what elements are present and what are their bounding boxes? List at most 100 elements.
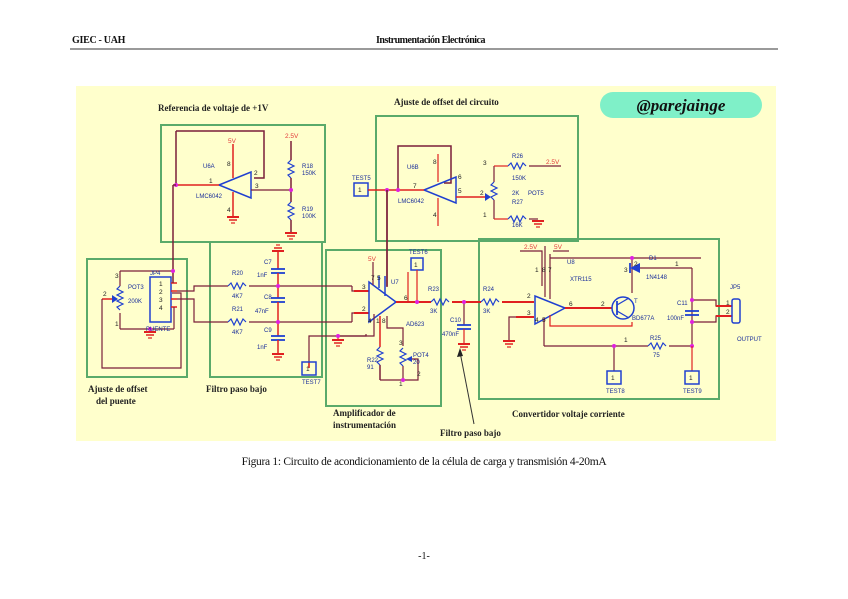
svg-text:TEST6: TEST6 (409, 250, 428, 256)
svg-text:1N4148: 1N4148 (646, 275, 668, 281)
svg-text:JP5: JP5 (730, 285, 741, 291)
svg-text:R23: R23 (428, 287, 440, 293)
svg-text:5: 5 (377, 275, 381, 282)
lowpass-filter: R20 4K7 R21 4K7 C7 1nF C8 47nF C9 1nF (177, 244, 352, 361)
svg-text:4K7: 4K7 (232, 294, 243, 300)
svg-text:R18: R18 (302, 164, 314, 170)
svg-text:5: 5 (458, 188, 462, 195)
svg-text:U6B: U6B (407, 165, 419, 171)
jp5-output-connector: 1 2 JP5 OUTPUT (726, 285, 762, 343)
svg-text:1nF: 1nF (257, 345, 268, 351)
svg-text:2: 2 (103, 291, 107, 298)
svg-text:5V: 5V (228, 138, 237, 145)
page-number: -1- (418, 551, 430, 562)
svg-text:C9: C9 (264, 328, 272, 334)
svg-text:3: 3 (115, 273, 119, 280)
svg-text:100K: 100K (302, 214, 316, 220)
svg-text:8: 8 (382, 318, 386, 325)
svg-text:C11: C11 (677, 301, 688, 307)
svg-text:6: 6 (458, 174, 462, 181)
svg-text:TEST8: TEST8 (606, 389, 625, 395)
output-filter: R23 3K C10 470nF (428, 287, 481, 351)
title-lowpass: Filtro paso bajo (206, 384, 267, 394)
svg-text:LMC6042: LMC6042 (398, 199, 425, 205)
svg-text:R22: R22 (367, 358, 379, 364)
test5-point: 1 TEST5 (352, 176, 382, 197)
svg-text:5V: 5V (554, 244, 563, 251)
svg-text:3K: 3K (483, 309, 490, 315)
title-bridge-offset-2: del puente (96, 396, 136, 406)
svg-text:POT4: POT4 (413, 353, 429, 359)
svg-text:1: 1 (115, 321, 119, 328)
svg-text:R20: R20 (232, 271, 244, 277)
svg-text:1nF: 1nF (257, 273, 268, 279)
svg-text:6: 6 (404, 295, 408, 302)
svg-text:T: T (634, 299, 638, 305)
svg-text:3: 3 (399, 340, 403, 347)
title-inamp-2: instrumentación (333, 420, 396, 430)
svg-text:R21: R21 (232, 307, 244, 313)
svg-text:2: 2 (527, 293, 531, 300)
svg-text:2: 2 (480, 190, 484, 197)
svg-text:1: 1 (535, 267, 539, 274)
svg-text:POT5: POT5 (528, 191, 544, 197)
label-output-filter: Filtro paso bajo (440, 428, 501, 438)
test9-point: 1 TEST9 (683, 346, 702, 395)
title-bridge-offset-1: Ajuste de offset (88, 384, 147, 394)
svg-text:POT3: POT3 (128, 285, 144, 291)
svg-text:200K: 200K (128, 299, 142, 305)
svg-text:BD677A: BD677A (632, 316, 654, 322)
figure-caption: Figura 1: Circuito de acondicionamiento … (241, 456, 607, 468)
svg-text:TEST9: TEST9 (683, 389, 702, 395)
title-offset-circuit: Ajuste de offset del circuito (394, 97, 499, 107)
schematic: @parejainge Referencia de voltaje de +1V… (86, 92, 762, 438)
svg-text:2: 2 (254, 170, 258, 177)
svg-text:8: 8 (433, 159, 437, 166)
xtr115-converter: 2.5V 5V U8 XTR115 1 8 7 2 3 6 4 5 R24 3K… (480, 244, 701, 371)
svg-text:1: 1 (414, 262, 418, 269)
svg-text:2: 2 (362, 306, 366, 313)
svg-text:R26: R26 (512, 154, 524, 160)
svg-text:2.5V: 2.5V (285, 133, 299, 140)
svg-text:R24: R24 (483, 287, 495, 293)
svg-text:8: 8 (227, 161, 231, 168)
watermark-badge: @parejainge (600, 92, 762, 118)
svg-text:1: 1 (306, 366, 310, 373)
header-left: GIEC - UAH (72, 35, 126, 46)
header-divider (70, 48, 778, 50)
svg-text:2: 2 (634, 261, 638, 268)
svg-text:3: 3 (483, 160, 487, 167)
svg-text:R27: R27 (512, 200, 524, 206)
svg-text:C7: C7 (264, 260, 272, 266)
svg-text:U6A: U6A (203, 164, 215, 170)
block-offset-circuit (375, 115, 579, 242)
header-title: Instrumentación Electrónica (376, 35, 486, 46)
svg-text:3: 3 (159, 297, 163, 304)
svg-text:100nF: 100nF (667, 316, 684, 322)
block-v2i (478, 238, 720, 400)
svg-text:3K: 3K (430, 309, 437, 315)
svg-text:1: 1 (689, 375, 693, 382)
test7-point: 1 TEST7 (301, 334, 367, 386)
test8-point: 1 TEST8 (606, 370, 625, 395)
block-reference (160, 124, 326, 243)
svg-text:1: 1 (624, 337, 628, 344)
svg-text:16K: 16K (512, 223, 523, 229)
svg-text:R19: R19 (302, 207, 314, 213)
svg-text:2: 2 (159, 289, 163, 296)
svg-text:4: 4 (433, 212, 437, 219)
svg-text:150K: 150K (302, 171, 316, 177)
svg-text:20: 20 (413, 360, 420, 366)
svg-text:1: 1 (209, 178, 213, 185)
svg-text:1: 1 (675, 261, 679, 268)
svg-text:2.5V: 2.5V (546, 159, 560, 166)
svg-text:4K7: 4K7 (232, 330, 243, 336)
block-bridge-offset (86, 258, 188, 378)
arrow-output-filter (459, 351, 475, 425)
block-inamp (325, 249, 442, 407)
svg-text:4: 4 (227, 207, 231, 214)
svg-text:D1: D1 (649, 256, 657, 262)
output-stage: D1 1N4148 2 1 C11 100nF R25 75 (629, 256, 732, 359)
title-reference: Referencia de voltaje de +1V (158, 103, 269, 113)
svg-text:75: 75 (653, 353, 660, 359)
